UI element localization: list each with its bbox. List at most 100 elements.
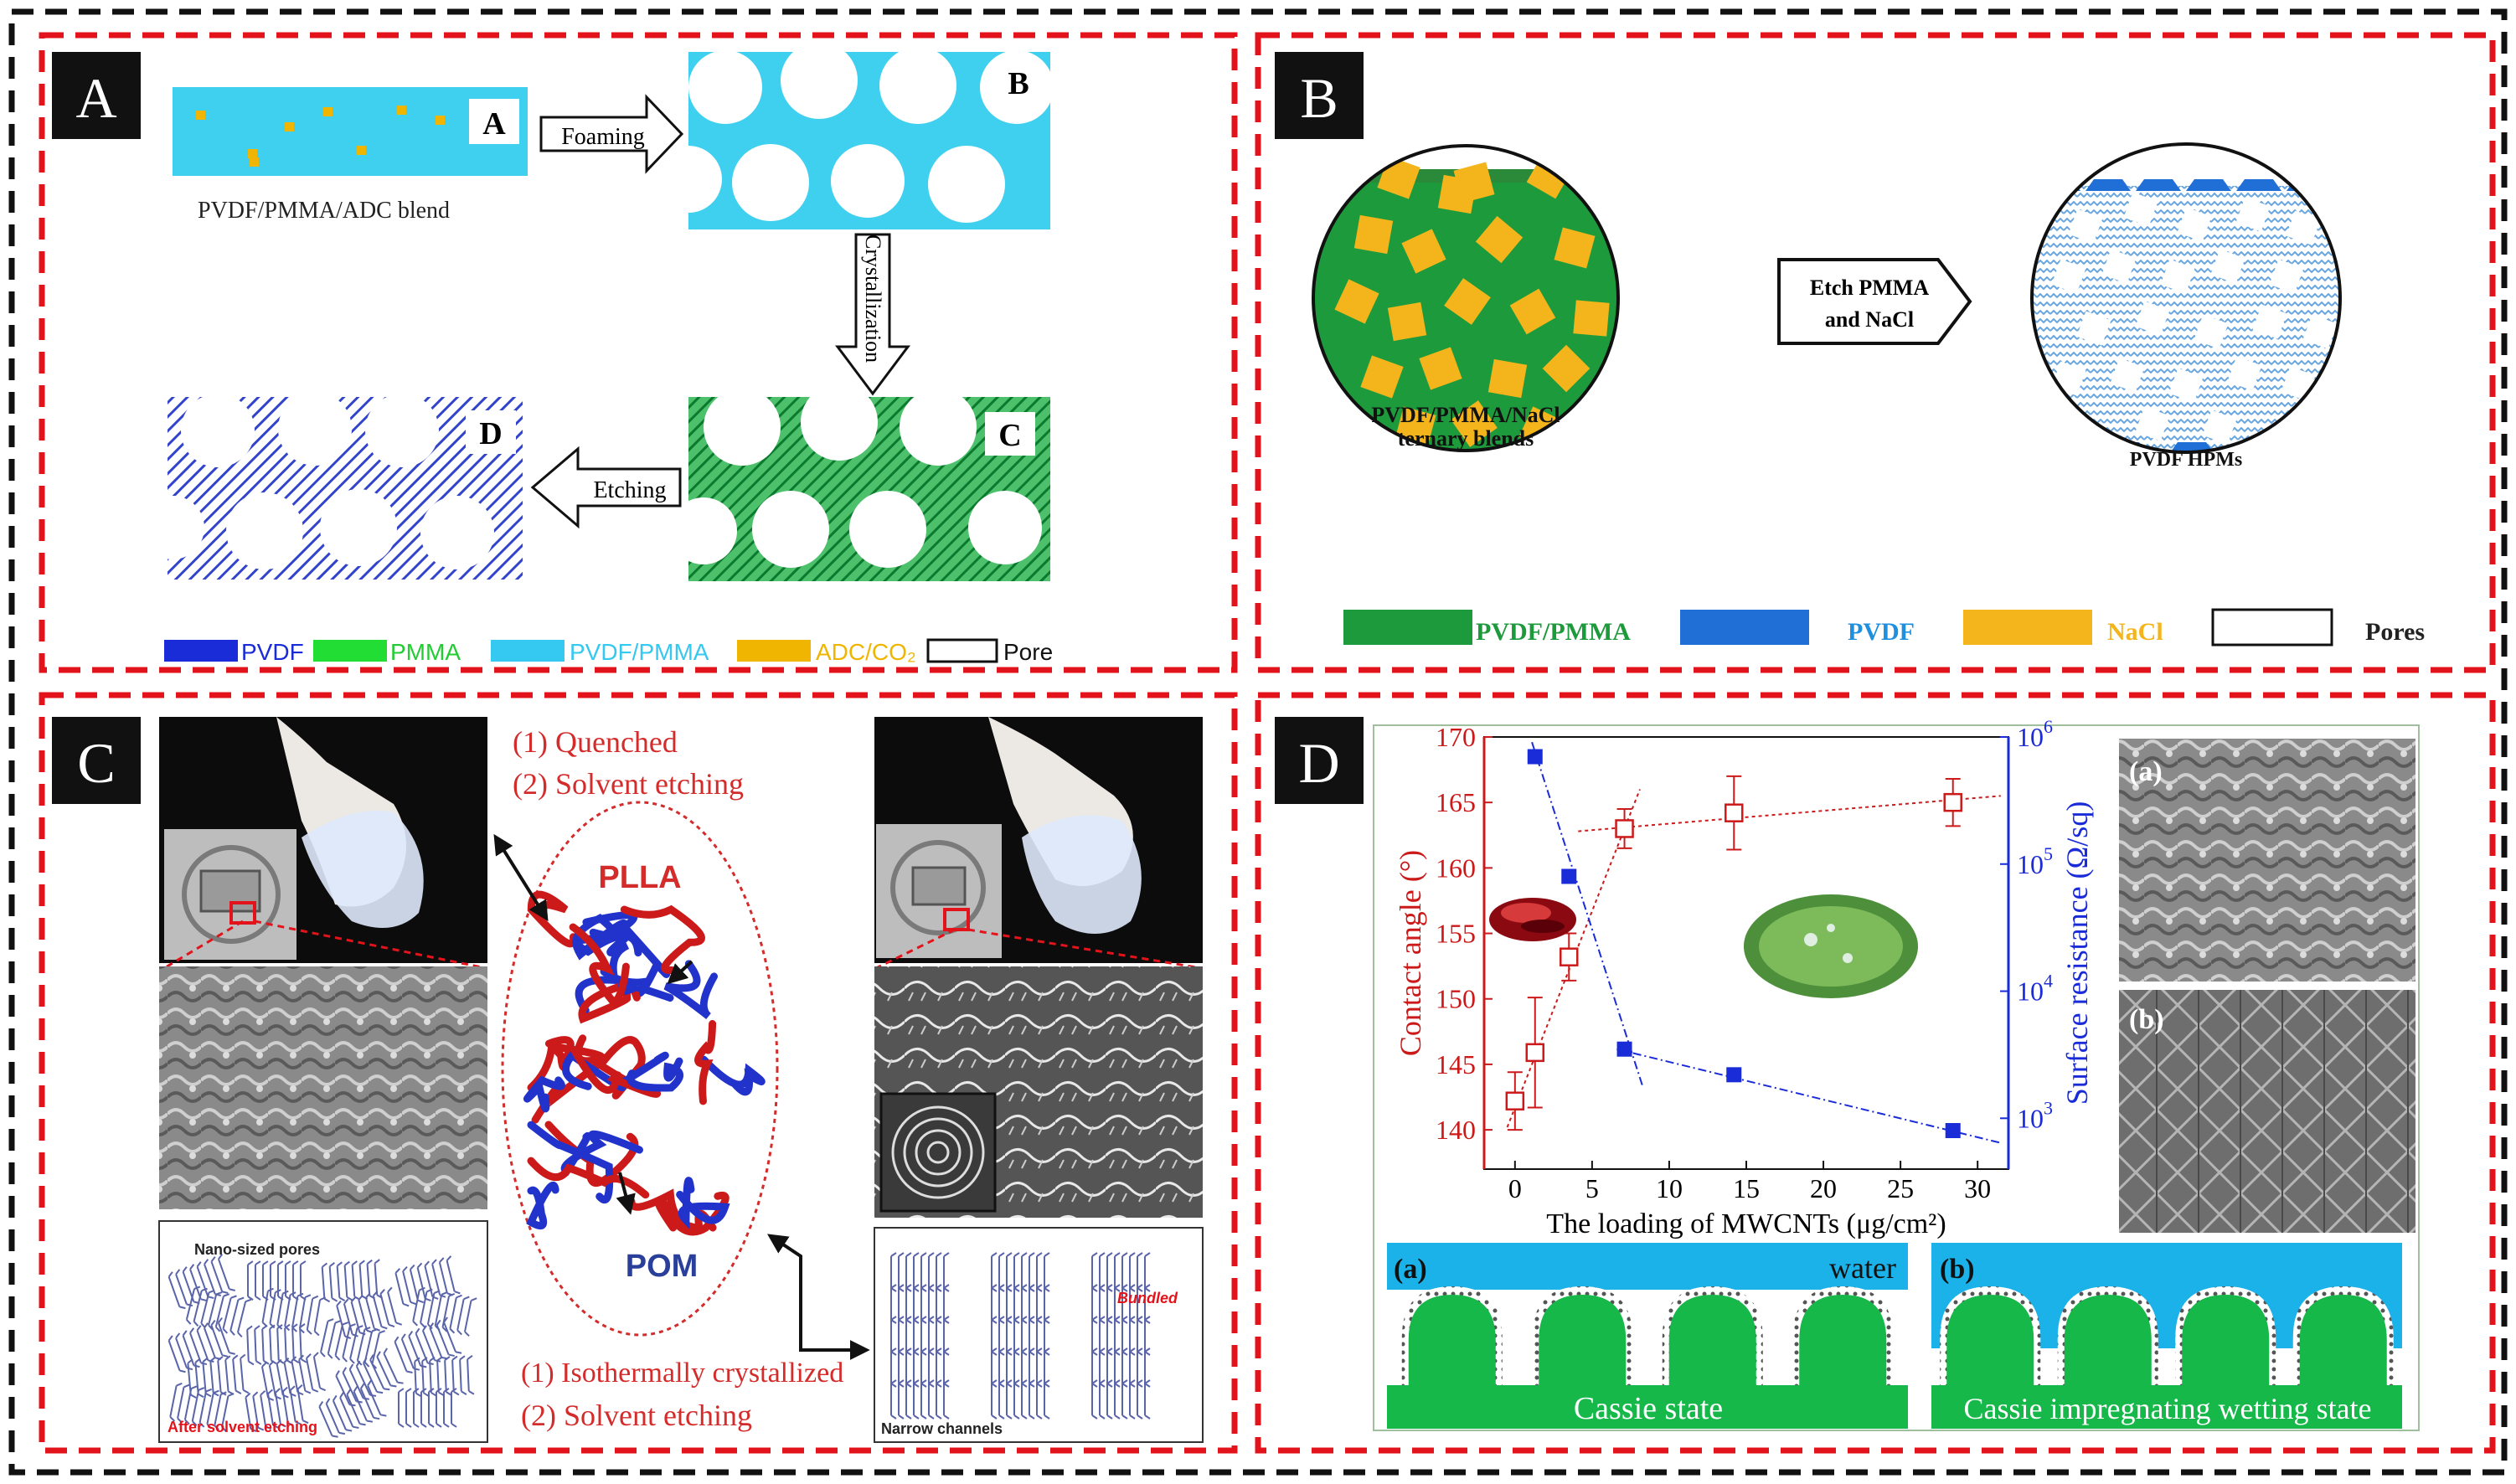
ternary-blend-circle: PVDF/PMMA/NaCl ternary blends <box>1312 144 1620 452</box>
surface-bump <box>1539 1295 1627 1387</box>
panel-a-border <box>39 32 1238 673</box>
etch-arrow <box>1777 258 1972 345</box>
panel-b-badge: B <box>1300 66 1338 130</box>
pore <box>2177 207 2212 242</box>
panel-a-badge-bg <box>52 52 141 139</box>
bundled-label: Bundled <box>1117 1290 1178 1306</box>
lamella-stack <box>890 1347 950 1388</box>
panel-d-badge-bg <box>1275 717 1364 804</box>
polymer-chain <box>694 1020 717 1105</box>
pore <box>2135 301 2170 336</box>
pore <box>2210 249 2245 284</box>
foaming-label: Foaming <box>561 124 645 150</box>
nacl-particle <box>1554 227 1596 269</box>
contact-angle-point <box>1615 819 1634 838</box>
quenched-text: (1) Quenched <box>513 725 678 759</box>
pvdf-edge <box>2035 179 2080 191</box>
stage-a-box <box>173 87 528 176</box>
sem-a-label: (a) <box>2129 756 2163 787</box>
polymer-chain <box>560 1130 643 1177</box>
x-tick-label: 0 <box>1508 1173 1522 1203</box>
y-left-tick-label: 140 <box>1436 1115 1476 1145</box>
legend-b-pvdf-swatch <box>1680 610 1809 645</box>
stage-b-box: B <box>655 42 1054 229</box>
legend-b-nacl-swatch <box>1963 610 2092 645</box>
pore <box>2168 368 2204 403</box>
pore <box>2235 197 2271 232</box>
contact-angle-point <box>1560 947 1579 966</box>
legend-b-pores: Pores <box>2365 618 2425 646</box>
pvdf-edge <box>2136 179 2181 191</box>
nacl-particle <box>1419 347 1462 390</box>
x-tick-label: 10 <box>1656 1173 1683 1203</box>
pvdf-edge <box>2236 442 2281 452</box>
pvdf-edge <box>2186 179 2231 191</box>
legend-b-pvdf-pmma: PVDF/PMMA <box>1476 618 1631 646</box>
y-left-tick-label: 165 <box>1436 787 1476 817</box>
nacl-particle <box>1334 279 1379 324</box>
contact-angle-point <box>1505 1091 1525 1110</box>
stage-b-label: B <box>1008 66 1029 101</box>
pore <box>2269 259 2304 294</box>
adc-particles <box>196 106 445 167</box>
right-lamellae-schematic: Bundled Narrow channels <box>874 1227 1204 1443</box>
narrow-channels-label: Narrow channels <box>881 1420 1003 1437</box>
lamella-stack <box>246 1260 307 1301</box>
crystallization-arrow <box>835 233 910 396</box>
contact-angle-point <box>1725 803 1744 822</box>
pore <box>2227 356 2262 391</box>
surface-bump <box>1946 1295 2034 1387</box>
nacl-particle <box>1573 300 1610 337</box>
surface-resistance-point <box>1561 868 1577 884</box>
ternary-caption-2: ternary blends <box>1398 426 1534 451</box>
polymer-chains <box>523 890 766 1236</box>
lamella-stack <box>394 1255 461 1307</box>
legend-pore-swatch <box>926 638 998 663</box>
y-right-tick-label: 106 <box>2017 716 2053 752</box>
panel-a-legend: PVDF PMMA PVDF/PMMA ADC/CO₂ Pore <box>164 638 1053 665</box>
y-left-tick-label: 145 <box>1436 1049 1476 1080</box>
legend-pvdf: PVDF <box>241 639 304 665</box>
nacl-particle <box>1475 215 1524 264</box>
lamella-stack <box>397 1388 457 1428</box>
connector-arrows <box>493 833 870 1360</box>
isothermal-text: (1) Isothermally crystallized <box>521 1358 843 1389</box>
polymer-chain <box>544 1121 639 1188</box>
plla-label: PLLA <box>598 860 681 895</box>
lamella-stack <box>991 1347 1050 1388</box>
legend-adc-swatch <box>737 640 811 662</box>
y-left-tick-label: 160 <box>1436 853 1476 883</box>
lamella-stack <box>318 1379 387 1438</box>
y-right-tick-label: 103 <box>2017 1097 2053 1133</box>
legend-pvdf-pmma: PVDF/PMMA <box>570 639 709 665</box>
pore <box>2286 210 2321 245</box>
ternary-caption-1: PVDF/PMMA/NaCl <box>1371 403 1560 427</box>
lamella-stack <box>412 1286 477 1337</box>
contact-angle-point <box>1943 792 1962 812</box>
etching-arrow <box>530 446 682 529</box>
droplet-photo <box>1489 898 1576 941</box>
polymer-chain <box>573 913 642 957</box>
stage-c-box: C <box>670 384 1050 581</box>
legend-adc: ADC/CO₂ <box>816 639 916 665</box>
nacl-particle <box>1437 174 1477 214</box>
pore <box>2101 249 2137 284</box>
pore <box>2302 314 2338 349</box>
lamella-stack <box>1091 1316 1151 1356</box>
y-right-axis-label: Surface resistance (Ω/sq) <box>2060 801 2094 1105</box>
polymer-chain <box>596 1036 646 1100</box>
polymer-chain <box>699 1055 766 1096</box>
panel-c-border <box>39 692 1238 1454</box>
legend-b-nacl: NaCl <box>2107 618 2163 646</box>
surface-bump <box>1668 1295 1756 1387</box>
etch-label-2: and NaCl <box>1825 307 1914 332</box>
pvdf-hpm-circle: PVDF HPMs <box>2030 142 2342 471</box>
blend-caption: PVDF/PMMA/ADC blend <box>198 198 450 224</box>
polymer-chain <box>654 1191 730 1236</box>
legend-b-pores-swatch <box>2211 608 2333 647</box>
lamella-stack <box>245 1384 309 1432</box>
surface-bump <box>2064 1295 2152 1387</box>
panel-a-badge: A <box>75 66 116 130</box>
